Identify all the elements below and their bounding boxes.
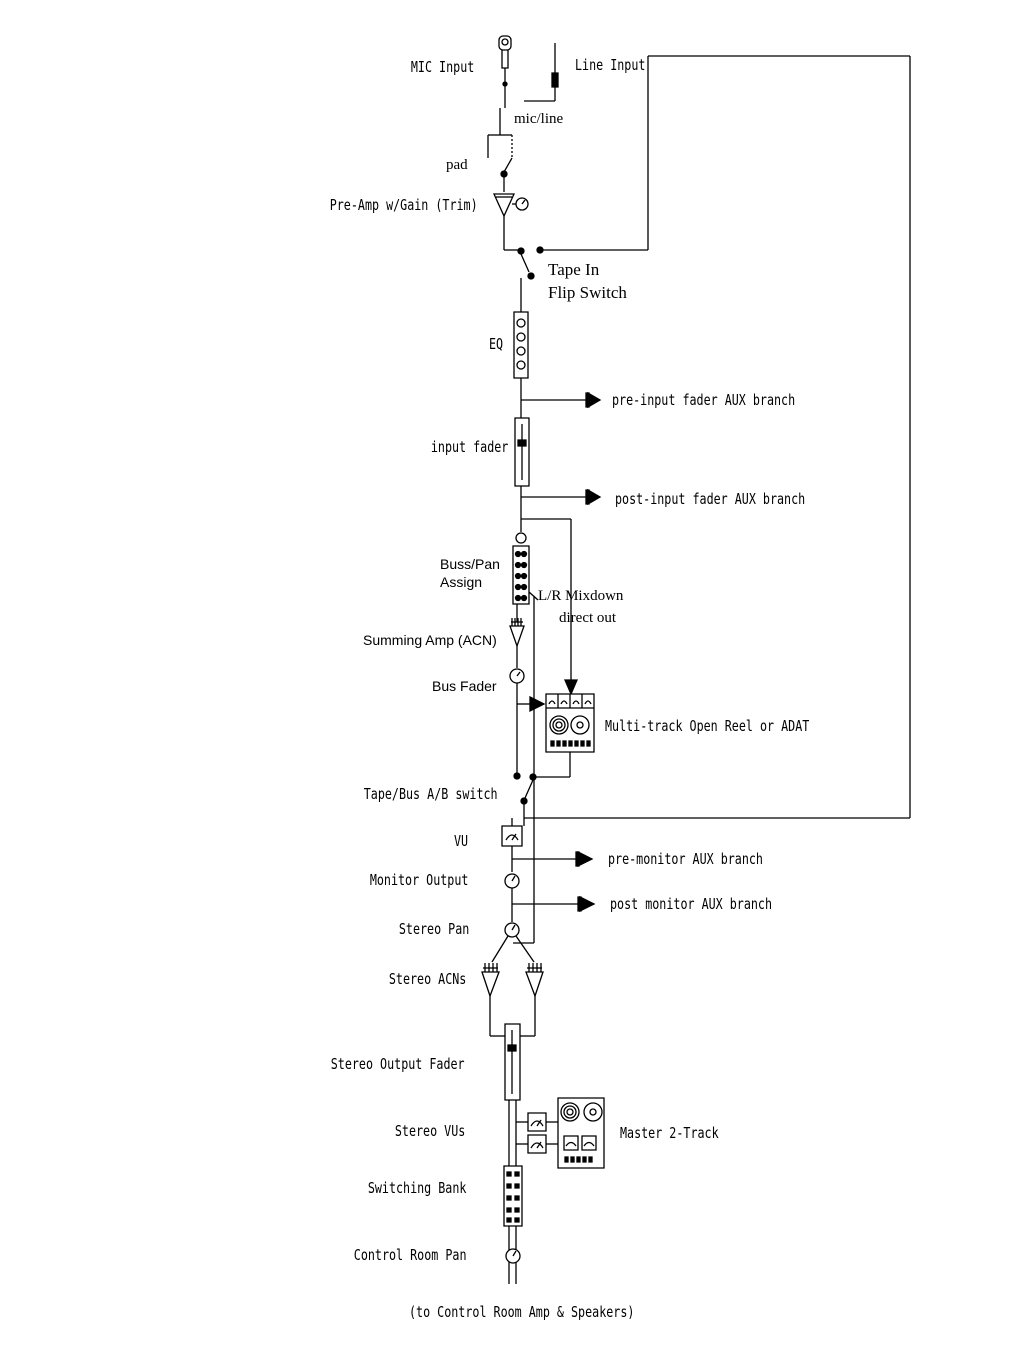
stereo-acn-right-icon xyxy=(526,963,543,996)
mic-line-label: mic/line xyxy=(514,111,564,127)
post-input-aux-arrow xyxy=(521,490,600,504)
input-fader-label: input fader xyxy=(430,438,508,456)
tape-return-loop xyxy=(524,56,910,818)
summing-amp-icon xyxy=(510,618,524,646)
stereo-acns-label: Stereo ACNs xyxy=(388,970,466,988)
monitor-output-knob-icon xyxy=(505,874,519,888)
stereo-pan-label: Stereo Pan xyxy=(398,920,469,938)
switching-bank-icon xyxy=(504,1166,522,1226)
switching-bank-label: Switching Bank xyxy=(367,1179,466,1197)
summing-amp-label: Summing Amp (ACN) xyxy=(363,632,497,648)
pre-monitor-aux-arrow xyxy=(512,852,592,866)
pad-label: pad xyxy=(446,157,468,173)
direct-out-label: direct out xyxy=(559,610,617,626)
flip-switch-label: Flip Switch xyxy=(548,283,627,302)
multitrack-label: Multi-track Open Reel or ADAT xyxy=(605,717,810,735)
direct-out-line xyxy=(521,519,577,694)
stereo-vus-label: Stereo VUs xyxy=(394,1122,465,1140)
stereo-output-fader-label: Stereo Output Fader xyxy=(331,1055,465,1073)
bus-fader-label: Bus Fader xyxy=(432,678,497,694)
microphone-icon xyxy=(499,36,511,100)
line-jack-icon xyxy=(524,43,558,101)
multitrack-recorder-icon xyxy=(546,694,594,752)
vu-meter-icon xyxy=(502,826,522,846)
vu-label: VU xyxy=(453,832,468,850)
preamp-icon xyxy=(494,194,528,216)
master-2track-recorder-icon xyxy=(558,1098,604,1168)
pre-input-aux-arrow xyxy=(521,393,600,407)
post-monitor-aux-label: post monitor AUX branch xyxy=(610,895,773,913)
control-room-pan-knob-icon xyxy=(506,1249,520,1263)
assign-label: Assign xyxy=(440,574,483,590)
buss-pan-assign-icon xyxy=(513,546,529,604)
lr-mixdown-label: L/R Mixdown xyxy=(538,588,624,604)
input-fader-icon xyxy=(515,418,529,486)
bus-fader-knob-icon xyxy=(510,669,524,683)
pre-input-aux-label: pre-input fader AUX branch xyxy=(612,391,796,409)
preamp-label: Pre-Amp w/Gain (Trim) xyxy=(330,196,478,214)
post-monitor-aux-arrow xyxy=(512,897,594,911)
to-control-room-label: (to Control Room Amp & Speakers) xyxy=(409,1303,635,1321)
tape-bus-switch-label: Tape/Bus A/B switch xyxy=(364,785,498,803)
stereo-acn-left-icon xyxy=(482,963,499,996)
eq-label: EQ xyxy=(488,335,503,353)
post-input-aux-label: post-input fader AUX branch xyxy=(615,490,806,508)
mic-input-label: MIC Input xyxy=(410,58,474,76)
tape-in-label: Tape In xyxy=(548,260,600,279)
master-2track-label: Master 2-Track xyxy=(620,1124,719,1142)
control-room-pan-label: Control Room Pan xyxy=(353,1246,466,1264)
stereo-pan-knob-icon xyxy=(505,923,519,937)
bus-to-multitrack-arrow xyxy=(517,697,544,711)
line-input-label: Line Input xyxy=(575,56,646,74)
tape-in-flip-switch xyxy=(518,247,648,279)
eq-icon xyxy=(514,312,528,378)
stereo-vu-meters-icon xyxy=(528,1113,546,1153)
pre-monitor-aux-label: pre-monitor AUX branch xyxy=(608,850,763,868)
buss-pan-label: Buss/Pan xyxy=(440,556,500,572)
monitor-output-label: Monitor Output xyxy=(369,871,468,889)
stereo-output-fader-icon xyxy=(505,1024,520,1100)
tape-bus-ab-switch xyxy=(521,780,533,804)
